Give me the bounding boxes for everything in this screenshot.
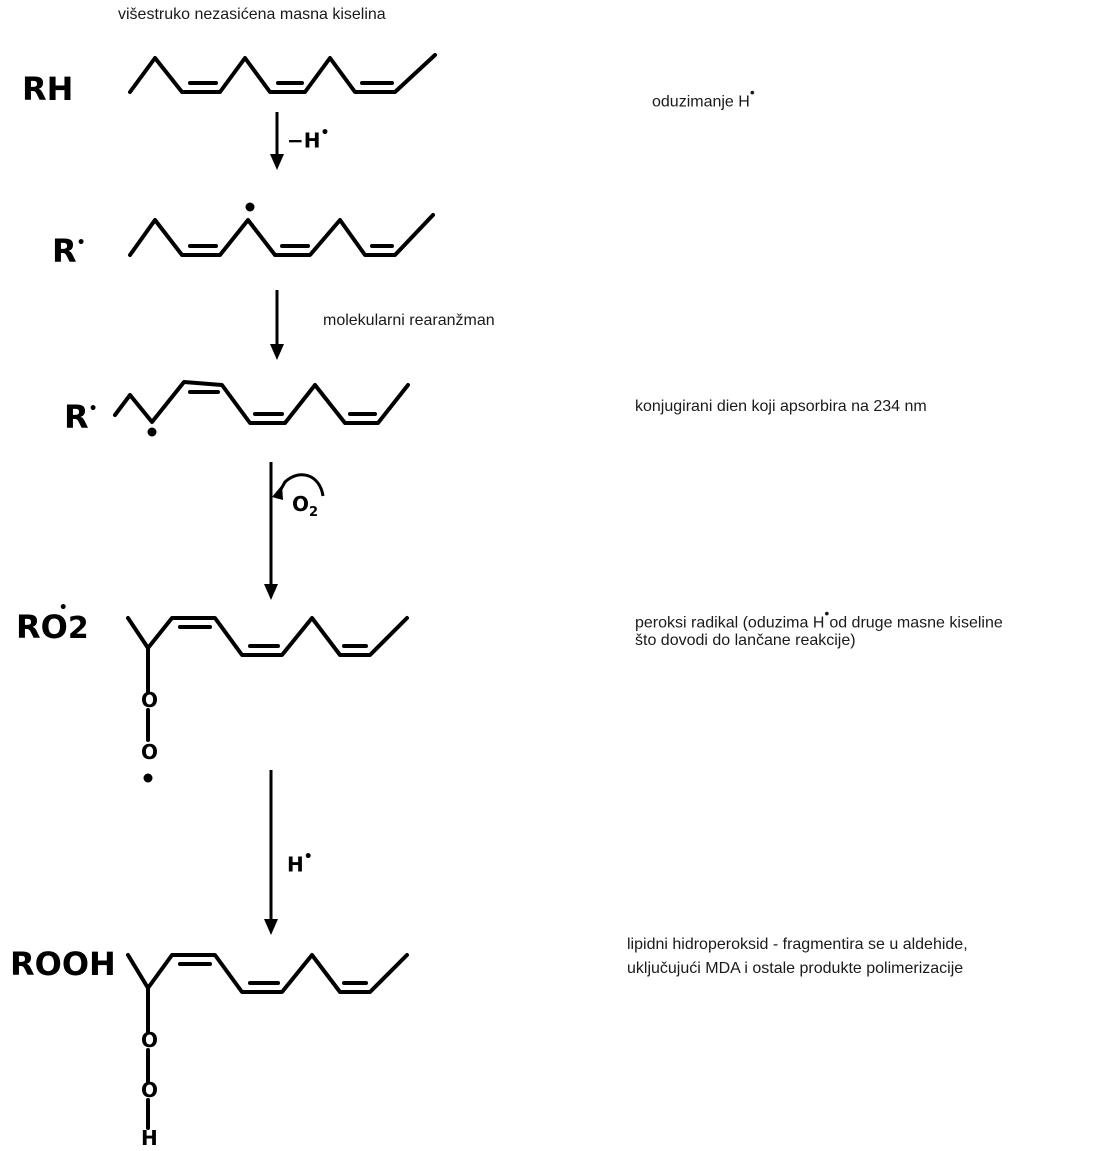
diagram-title: višestruko nezasićena masna kiselina	[118, 6, 386, 23]
label-radical-rearranged: R•	[64, 398, 98, 436]
arrow-label-rearrangement: molekularni rearanžman	[323, 312, 495, 329]
label-peroxyl-radical: RO2•	[16, 600, 89, 646]
note-conjugated-diene: konjugirani dien koji apsorbira na 234 n…	[635, 398, 927, 415]
chain-conjugated-diene	[113, 380, 410, 437]
atom-oxygen: O	[141, 688, 159, 712]
label-rooh: ROOH	[10, 945, 116, 983]
radical-dot: •	[303, 849, 313, 865]
atom-oxygen: O	[141, 1028, 159, 1052]
note-peroxyl-text-a: peroksi radikal (oduzima H	[635, 614, 825, 632]
radical-dot: •	[824, 605, 830, 621]
note-peroxyl-line2: što dovodi do lančane reakcije)	[635, 632, 856, 649]
atom-oxygen: O	[141, 1078, 159, 1102]
chain-peroxyl-radical	[126, 616, 409, 783]
note-peroxyl-text-b: od druge masne kiseline	[829, 614, 1003, 632]
chain-radical	[128, 202, 435, 257]
radical-dot-icon	[147, 427, 157, 437]
arrow-label-h: H•	[287, 849, 313, 877]
arrow-oxygen-addition	[264, 462, 325, 600]
label-r: R	[52, 232, 77, 270]
note-hydroperoxide-line2: uključujući MDA i ostale produkte polime…	[627, 960, 964, 977]
atom-oxygen: O	[141, 740, 159, 764]
radical-dot: •	[58, 600, 68, 617]
note-peroxyl-line1: peroksi radikal (oduzima H•od druge masn…	[635, 605, 1003, 634]
minus-h-text: −H	[287, 128, 321, 153]
arrow-rearrangement	[270, 290, 284, 360]
label-ro: RO	[16, 608, 68, 646]
chain-hydroperoxide	[126, 953, 409, 1130]
radical-dot-icon	[143, 773, 153, 783]
label-radical: R•	[52, 232, 86, 270]
label-r: R	[64, 398, 89, 436]
radical-dot: •	[320, 125, 330, 141]
radical-dot: •	[76, 235, 86, 252]
radical-dot: •	[88, 401, 98, 418]
radical-dot: •	[749, 84, 755, 100]
oxygen-text: O	[292, 492, 310, 516]
note-abstraction-text: oduzimanje H	[652, 93, 750, 111]
arrow-label-oxygen: O2	[292, 492, 318, 520]
arrow-abstraction	[270, 112, 284, 170]
label-rh: RH	[22, 70, 74, 108]
oxygen-subscript: 2	[309, 505, 319, 520]
arrow-label-minus-h: −H•	[287, 125, 330, 153]
radical-dot-icon	[245, 202, 255, 212]
label-ro2-subscript: 2	[67, 611, 89, 646]
note-hydroperoxide-line1: lipidni hidroperoksid - fragmentira se u…	[627, 936, 968, 953]
chain-rh	[128, 53, 437, 94]
h-text: H	[287, 852, 304, 877]
note-abstraction: oduzimanje H•	[652, 84, 755, 113]
atom-hydrogen: H	[141, 1126, 158, 1150]
arrow-hydrogen-abstraction	[264, 770, 278, 935]
